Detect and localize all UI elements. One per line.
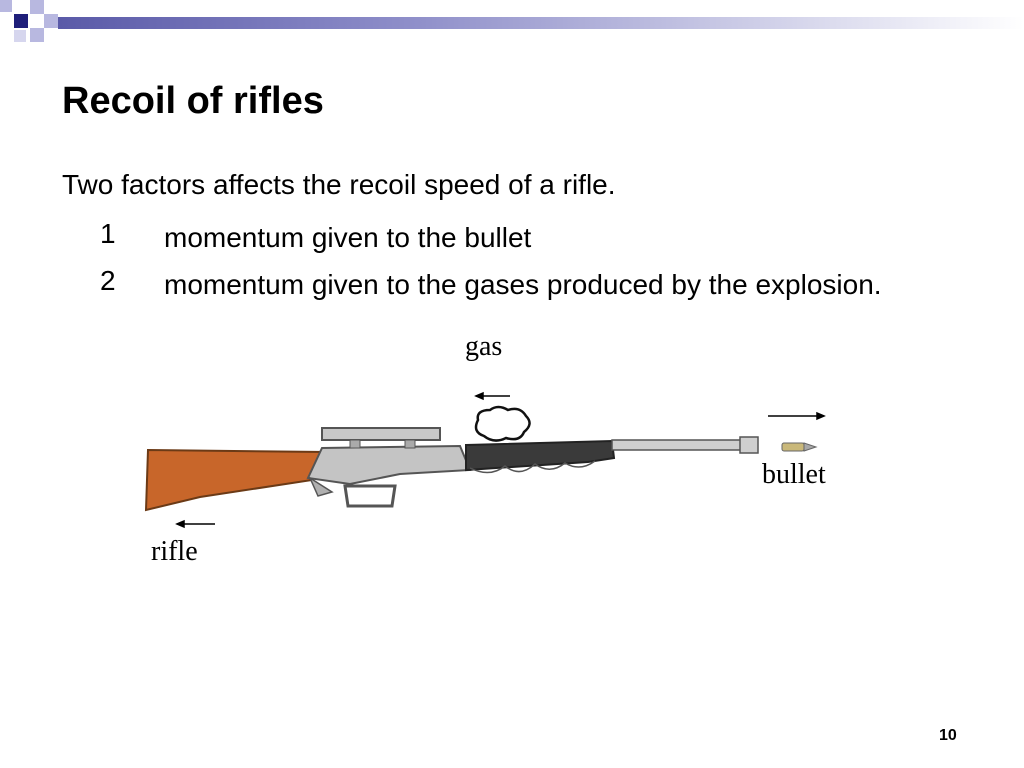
slide-title: Recoil of rifles [62,80,324,122]
gas-cloud [474,405,531,442]
list-item-number: 1 [100,218,116,249]
list-item: 2 momentum given to the gases produced b… [100,264,904,305]
list-item: 1 momentum given to the bullet [100,217,904,258]
bullet-label: bullet [762,459,826,490]
rifle-illustration [144,427,759,512]
corner-decoration [0,0,1024,42]
gas-label: gas [465,331,503,362]
rifle-label: rifle [151,536,198,567]
intro-text: Two factors affects the recoil speed of … [62,169,616,200]
arrow-rifle-left [175,519,215,529]
bullet-illustration [781,442,818,452]
list-item-text: momentum given to the gases produced by … [164,269,882,300]
arrow-bullet-right [768,411,826,421]
list-item-text: momentum given to the bullet [164,222,532,253]
page-number: 10 [939,727,957,744]
arrow-gas-left [474,391,510,401]
list-item-number: 2 [100,265,116,296]
